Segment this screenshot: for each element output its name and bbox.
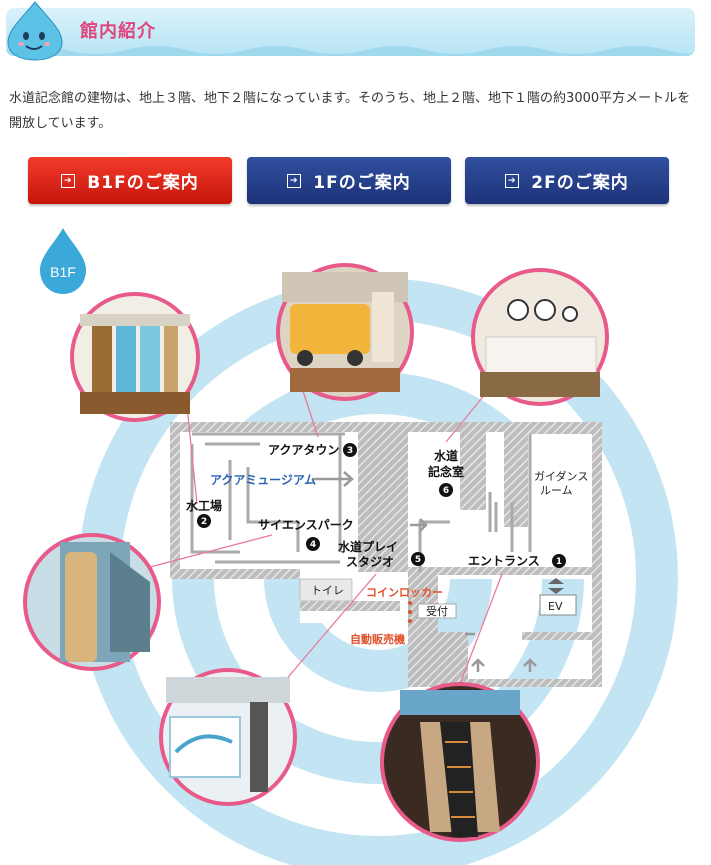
floor-button-2f[interactable]: ➔ 2Fのご案内 [465, 157, 669, 204]
marker-6-label: 6 [443, 486, 449, 496]
floor-badge: B1F [40, 228, 86, 294]
label-aqua-town: アクアタウン [268, 443, 339, 457]
photo-aqua-town [276, 263, 414, 401]
arrow-box-icon: ➔ [287, 173, 302, 188]
floor-button-label: 1Fのご案内 [313, 173, 411, 193]
photo-water-factory [70, 292, 200, 422]
marker-1 [552, 554, 566, 568]
label-elevator: EV [548, 600, 563, 613]
label-reception: 受付 [426, 605, 448, 618]
water-drop-mascot-icon [7, 1, 63, 61]
marker-6 [439, 483, 453, 497]
label-coin-locker: コインロッカー [366, 586, 443, 599]
floor-button-1f[interactable]: ➔ 1Fのご案内 [247, 157, 451, 204]
floor-badge-label: B1F [50, 264, 76, 280]
marker-5-label: 5 [415, 555, 421, 565]
wave-decoration [6, 46, 695, 56]
arrow-box-icon: ➔ [505, 173, 520, 188]
marker-2 [197, 514, 211, 528]
label-aqua-museum: アクアミュージアム [210, 473, 316, 487]
floor-map: B1F [23, 228, 678, 865]
marker-4-label: 4 [310, 540, 316, 550]
label-memorial-1: 水道 [434, 448, 458, 463]
label-guidance-2: ルーム [540, 484, 573, 497]
marker-4 [306, 537, 320, 551]
label-guidance-1: ガイダンス [534, 469, 588, 483]
label-water-factory: 水工場 [186, 498, 222, 513]
marker-2-label: 2 [201, 517, 207, 527]
marker-3-label: 3 [347, 446, 353, 456]
photo-escalator [380, 682, 540, 842]
page-title: 館内紹介 [80, 21, 156, 42]
floor-button-label: B1Fのご案内 [87, 173, 199, 193]
marker-1-label: 1 [556, 557, 562, 567]
floor-button-b1f[interactable]: ➔ B1Fのご案内 [28, 157, 232, 204]
label-memorial-2: 記念室 [428, 464, 464, 479]
label-entrance: エントランス [468, 554, 540, 568]
arrow-box-icon: ➔ [61, 173, 76, 188]
photo-science-park [23, 533, 161, 671]
marker-5 [411, 552, 425, 566]
intro-paragraph: 水道記念館の建物は、地上３階、地下２階になっています。そのうち、地上２階、地下１… [9, 91, 691, 131]
marker-3 [343, 443, 357, 457]
map-labels: アクアタウン 3 アクアミュージアム 水工場 2 サイエンスパーク 4 水道プレ… [186, 443, 588, 646]
photo-play-studio [159, 668, 297, 806]
label-play-studio-1: 水道プレイ [338, 539, 398, 554]
direction-arrows [312, 471, 537, 672]
photo-memorial-room [471, 268, 609, 406]
section-header-banner [6, 8, 695, 56]
building-plan [170, 422, 602, 687]
label-play-studio-2: スタジオ [346, 555, 394, 569]
label-toilet: トイレ [311, 584, 344, 597]
label-science-park: サイエンスパーク [258, 518, 354, 532]
floor-button-label: 2Fのご案内 [531, 173, 629, 193]
label-vending: 自動販売機 [350, 632, 405, 646]
